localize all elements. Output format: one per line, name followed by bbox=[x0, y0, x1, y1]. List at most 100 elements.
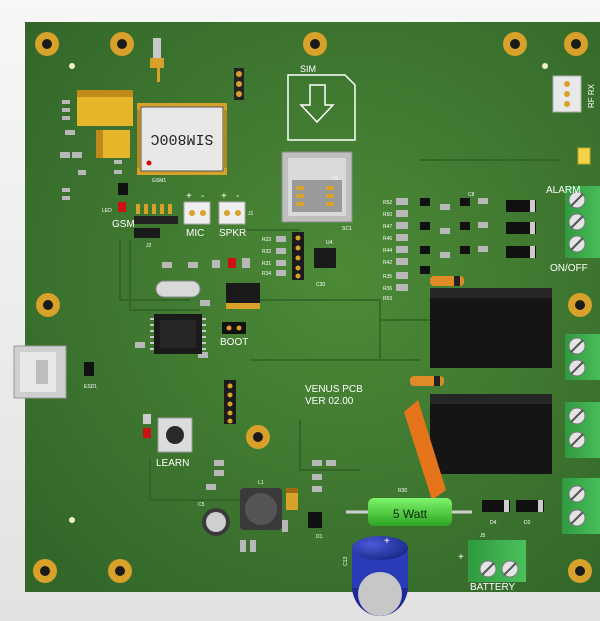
mounting-holes bbox=[33, 32, 592, 583]
mounting-hole bbox=[35, 32, 59, 56]
boot-jumper: BOOT bbox=[220, 322, 248, 348]
resistor-ref: R50 bbox=[383, 212, 392, 218]
fiducial bbox=[69, 63, 75, 69]
fiducial bbox=[542, 63, 548, 69]
chip-ic-buck: D1 bbox=[308, 512, 323, 540]
terminal-block-relay1[interactable] bbox=[565, 334, 600, 380]
battery-plus: + bbox=[458, 552, 464, 563]
antenna-connector bbox=[150, 38, 164, 82]
mounting-hole bbox=[36, 293, 60, 317]
resistor-ref: R34 bbox=[262, 271, 271, 277]
learn-button[interactable]: LEARN bbox=[156, 417, 193, 469]
copper-traces bbox=[119, 159, 560, 501]
mounting-hole bbox=[108, 559, 132, 583]
esd1-label: ESD1 bbox=[84, 384, 97, 390]
diode-d7 bbox=[506, 246, 536, 258]
relay-1 bbox=[430, 288, 552, 368]
programming-header bbox=[224, 380, 236, 424]
j1-label: J1 bbox=[248, 211, 254, 217]
mounting-hole bbox=[568, 293, 592, 317]
learn-led bbox=[143, 414, 151, 438]
alarm-label: ALARM bbox=[546, 185, 580, 196]
chip-u4: U4 C20 bbox=[314, 240, 336, 288]
resistor-column-mid bbox=[276, 236, 286, 276]
battery-terminal-j5[interactable]: + J5 BATTERY bbox=[458, 533, 526, 593]
mic-plus: + bbox=[186, 191, 192, 202]
spkr-label: SPKR bbox=[219, 228, 246, 239]
tantalum-cap-c2 bbox=[105, 90, 133, 126]
gsm-led-area: LED GSM bbox=[102, 183, 135, 230]
diode-d5 bbox=[506, 200, 536, 212]
mic-minus: - bbox=[201, 191, 204, 202]
mounting-hole bbox=[33, 559, 57, 583]
sim-label: SIM bbox=[300, 64, 316, 74]
mounting-hole bbox=[568, 559, 592, 583]
sim800c-module: SIM800C GSM1 bbox=[137, 103, 227, 184]
diode-d10 bbox=[430, 276, 464, 286]
sim-slot-outline: SIM bbox=[287, 64, 356, 141]
diode-d11 bbox=[410, 376, 444, 386]
tantalum-cap-buck bbox=[286, 488, 298, 510]
resistor-ref: R36 bbox=[383, 286, 392, 292]
resistor-ref: R47 bbox=[383, 224, 392, 230]
fiducial bbox=[69, 517, 75, 523]
resistor-labels-left: R52 R50 R47 R46 R44 R42 R35 R36 R53 bbox=[383, 200, 392, 302]
sim-card-holder: SC1 bbox=[281, 151, 353, 232]
resistor-5w-label: 5 Watt bbox=[393, 507, 428, 521]
smd-components-buck bbox=[206, 460, 336, 552]
c13-plus: + bbox=[384, 536, 390, 547]
d4-label: D4 bbox=[490, 520, 497, 526]
header-vertical-mid bbox=[292, 232, 304, 280]
j2-label: J2 bbox=[146, 243, 152, 249]
tantalum-cap-c3 bbox=[96, 130, 130, 158]
c20-label: C20 bbox=[316, 282, 325, 288]
mic-label: MIC bbox=[186, 228, 204, 239]
rf-rx-label: RF RX bbox=[587, 83, 596, 108]
diode-d6 bbox=[506, 222, 536, 234]
board-title: VENUS PCB bbox=[305, 384, 363, 395]
battery-label: BATTERY bbox=[470, 582, 516, 593]
mounting-hole bbox=[564, 32, 588, 56]
terminal-block-alarm[interactable]: ALARM ON/OFF bbox=[546, 185, 600, 274]
u1-label: U1 bbox=[332, 176, 339, 182]
board-version: VER 02.00 bbox=[305, 396, 354, 407]
rf-rx-connector: RF RX bbox=[552, 75, 596, 113]
terminal-block-power[interactable] bbox=[562, 478, 600, 534]
gsm-label: GSM bbox=[112, 219, 135, 230]
tantalum-cap-c1 bbox=[77, 90, 105, 126]
resistor-ref: R52 bbox=[383, 200, 392, 206]
resistor-labels-mid: R33 R32 R31 R34 bbox=[262, 237, 271, 277]
d1-label: D1 bbox=[316, 534, 323, 540]
terminal-block-relay2[interactable] bbox=[565, 402, 600, 458]
gsm1-label: GSM1 bbox=[152, 178, 166, 184]
sc1-label: SC1 bbox=[342, 226, 352, 232]
resistor-ref: R53 bbox=[383, 296, 392, 302]
electrolytic-cap-small: C5 bbox=[198, 502, 230, 536]
micro-usb-connector: ESD1 bbox=[13, 345, 97, 399]
mounting-hole bbox=[110, 32, 134, 56]
mic-connector: + - MIC bbox=[183, 191, 211, 239]
spkr-plus: + bbox=[221, 191, 227, 202]
j5-label: J5 bbox=[480, 533, 486, 539]
c13-label: C13 bbox=[343, 557, 349, 566]
header-j2: J2 bbox=[134, 228, 160, 249]
mounting-hole bbox=[503, 32, 527, 56]
diode-d2: D2 bbox=[516, 500, 544, 526]
resistor-ref: R46 bbox=[383, 236, 392, 242]
r30-label: R30 bbox=[398, 488, 407, 494]
c8-label: C8 bbox=[468, 192, 475, 198]
resistor-ref: R32 bbox=[262, 249, 271, 255]
relay-2 bbox=[430, 394, 552, 474]
led-label: LED bbox=[102, 208, 112, 214]
indicator-led-rf bbox=[577, 147, 591, 165]
learn-label: LEARN bbox=[156, 458, 189, 469]
smd-components-left bbox=[60, 100, 122, 200]
power-resistor-5w: 5 Watt R30 bbox=[346, 488, 472, 526]
u4-label: U4 bbox=[326, 240, 333, 246]
mounting-hole bbox=[246, 425, 270, 449]
resistor-ref: R33 bbox=[262, 237, 271, 243]
inductor-l1: L1 bbox=[240, 480, 282, 530]
d2-label: D2 bbox=[524, 520, 531, 526]
